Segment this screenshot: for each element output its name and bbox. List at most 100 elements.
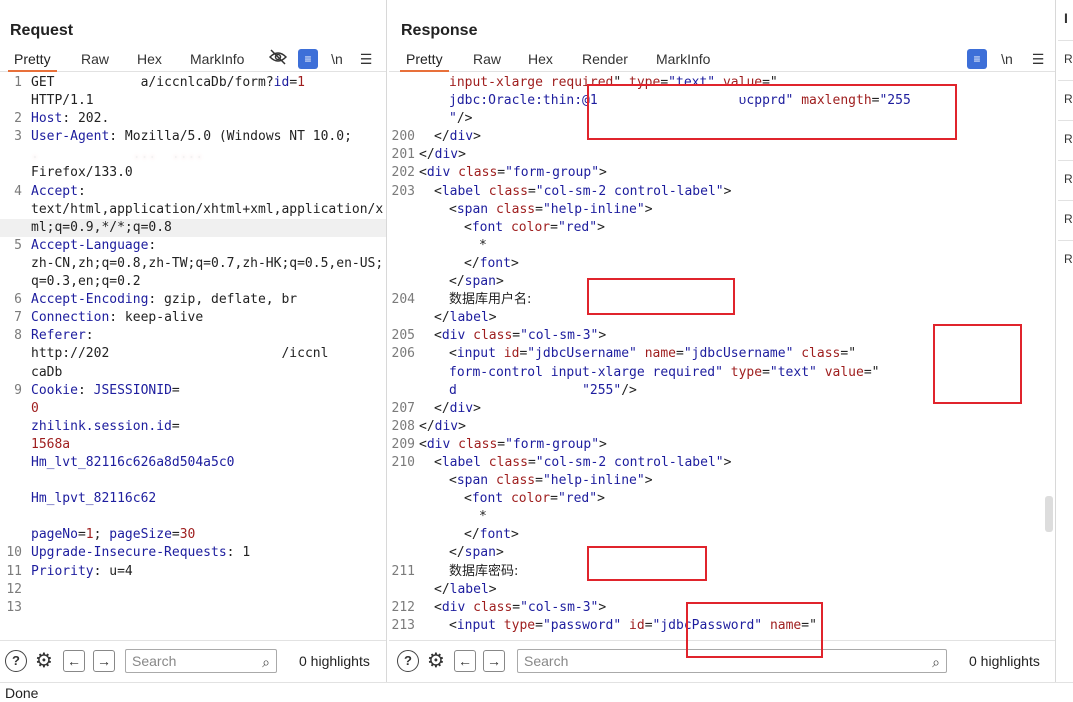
line-number: 213 [391, 617, 415, 633]
code-line: 202<div class="form-group"> [389, 164, 1055, 182]
line-text: ml;q=0.9,*/*;q=0.8 [31, 219, 172, 235]
line-number: 7 [14, 310, 22, 326]
menu-icon[interactable]: ☰ [1031, 51, 1045, 67]
newline-toggle[interactable]: \n [1001, 51, 1013, 67]
code-line: Hm_lpvt_82116c62 [0, 490, 386, 508]
side-panel-item[interactable]: R [1064, 92, 1073, 106]
line-number: 201 [391, 147, 415, 163]
request-search-input[interactable] [132, 653, 248, 669]
tab-markinfo[interactable]: MarkInfo [190, 51, 245, 67]
line-number: 200 [391, 129, 415, 145]
code-line: </label> [389, 581, 1055, 599]
line-text: 数据库密码: [449, 563, 519, 579]
side-panel-item[interactable]: R [1064, 172, 1073, 186]
request-pane: Request Pretty Raw Hex MarkInfo ≡ \n ☰ 1… [0, 0, 387, 682]
line-text: <label class="col-sm-2 control-label"> [434, 454, 732, 470]
side-divider [1058, 40, 1073, 41]
request-tabs: Pretty Raw Hex MarkInfo [0, 50, 386, 72]
line-text: Hm_lvt_82116c626a8d504a5c0 [31, 454, 235, 470]
line-text: zhilink.session.id= [31, 418, 180, 434]
line-text: User-Agent: Mozilla/5.0 (Windows NT 10.0… [31, 129, 352, 145]
line-text: </span> [449, 545, 504, 561]
code-line: </label> [389, 309, 1055, 327]
line-text: <span class="help-inline"> [449, 201, 653, 217]
line-text: </span> [449, 274, 504, 290]
tab-render[interactable]: Render [582, 51, 628, 67]
code-line: </font> [389, 526, 1055, 544]
word-wrap-icon[interactable]: ≡ [298, 49, 318, 69]
search-icon[interactable]: ⌕ [932, 654, 940, 670]
line-text [31, 508, 141, 526]
code-line: 0 [0, 400, 386, 418]
code-line: 207</div> [389, 400, 1055, 418]
help-icon[interactable]: ? [5, 650, 27, 672]
response-editor[interactable]: input-xlarge required" type="text" value… [389, 74, 1055, 637]
code-line: d "255"/> [389, 382, 1055, 400]
back-arrow-icon[interactable]: ← [454, 650, 476, 672]
tab-pretty[interactable]: Pretty [8, 51, 57, 72]
line-text: <input type="password" id="jdbcPassword"… [449, 617, 817, 633]
tab-raw[interactable]: Raw [81, 51, 110, 67]
code-line: ml;q=0.9,*/*;q=0.8 [0, 218, 386, 237]
back-arrow-icon[interactable]: ← [63, 650, 85, 672]
help-icon[interactable]: ? [397, 650, 419, 672]
line-text: Priority: u=4 [31, 563, 133, 579]
code-line: text/html,application/xhtml+xml,applicat… [0, 201, 386, 219]
forward-arrow-icon[interactable]: → [93, 650, 115, 672]
response-search-input[interactable] [524, 653, 862, 669]
tab-markinfo[interactable]: MarkInfo [656, 51, 711, 67]
code-line [0, 472, 386, 490]
tab-hex[interactable]: Hex [528, 51, 553, 67]
line-number: 202 [391, 165, 415, 181]
line-number: 2 [14, 111, 22, 127]
side-panel-item[interactable]: I [1064, 10, 1068, 26]
line-text: </div> [419, 147, 466, 163]
newline-toggle[interactable]: \n [331, 51, 343, 67]
line-text: Hm_lpvt_82116c62 [31, 491, 157, 507]
settings-gear-icon[interactable]: ⚙ [35, 650, 53, 672]
code-line: 212 <div class="col-sm-3"> [389, 599, 1055, 617]
search-icon[interactable]: ⌕ [262, 654, 270, 670]
line-text: http://202 /iccnl [31, 346, 329, 362]
line-text: <input id="jdbcUsername" name="jdbcUsern… [449, 346, 857, 362]
line-text: <font color="red"> [464, 491, 605, 507]
line-text: "/> [449, 111, 473, 127]
settings-gear-icon[interactable]: ⚙ [427, 650, 445, 672]
side-panel-item[interactable]: R [1064, 132, 1073, 146]
side-panel-item[interactable]: R [1064, 52, 1073, 66]
tab-hex[interactable]: Hex [137, 51, 162, 67]
line-text [31, 472, 141, 490]
hide-eye-icon[interactable] [268, 49, 288, 69]
forward-arrow-icon[interactable]: → [483, 650, 505, 672]
scrollbar-thumb[interactable] [1045, 496, 1053, 532]
menu-icon[interactable]: ☰ [359, 51, 373, 67]
line-text: text/html,application/xhtml+xml,applicat… [31, 201, 384, 217]
tab-raw[interactable]: Raw [473, 51, 502, 67]
line-number: 209 [391, 436, 415, 452]
side-panel-item[interactable]: R [1064, 212, 1073, 226]
code-line: </font> [389, 255, 1055, 273]
status-bar: Done [0, 682, 1073, 702]
line-number: 12 [6, 581, 22, 597]
side-panel-item[interactable]: R [1064, 252, 1073, 266]
line-text: </font> [464, 255, 519, 271]
tab-pretty[interactable]: Pretty [400, 51, 449, 72]
line-text: Upgrade-Insecure-Requests: 1 [31, 545, 251, 561]
line-number: 212 [391, 599, 415, 615]
code-line: * [389, 508, 1055, 526]
line-text: <div class="col-sm-3"> [434, 599, 607, 615]
line-number: 204 [391, 292, 415, 308]
word-wrap-icon[interactable]: ≡ [967, 49, 987, 69]
line-text: form-control input-xlarge required" type… [449, 364, 880, 380]
line-number: 1 [14, 75, 22, 90]
line-text: Referer: [31, 328, 94, 344]
